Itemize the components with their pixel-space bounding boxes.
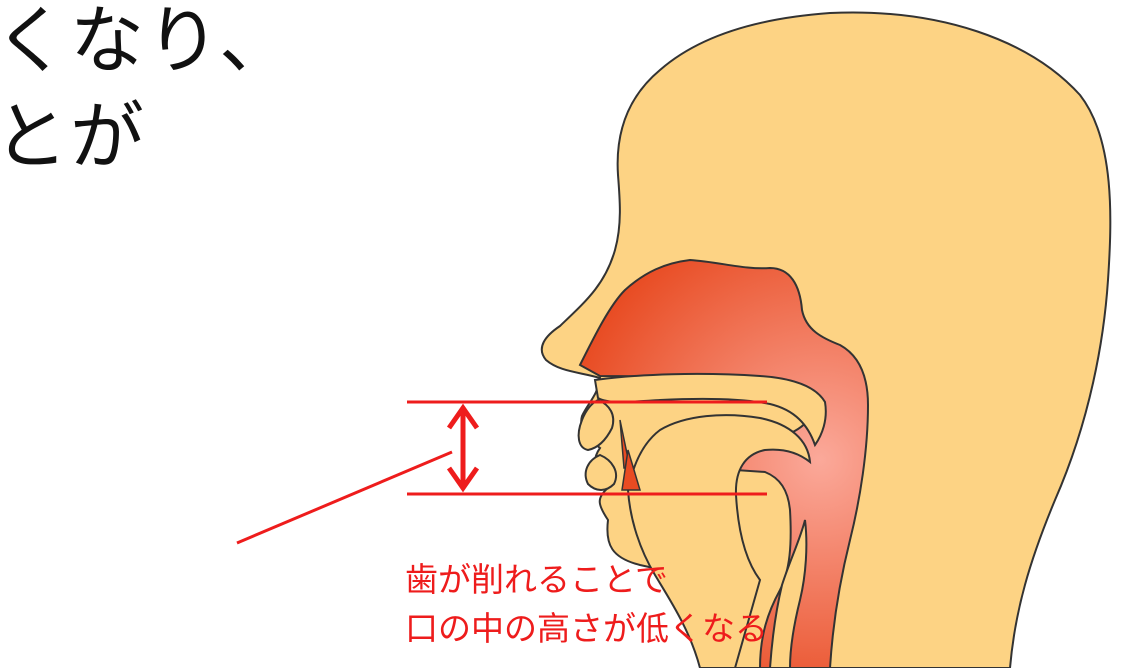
annotation-line-1: 歯が削れることで xyxy=(405,563,668,596)
heading-line-1: くなり、 xyxy=(0,4,295,78)
annotation-line-2: 口の中の高さが低くなる xyxy=(405,612,768,645)
leader-line xyxy=(237,452,452,543)
heading-line-2: とが xyxy=(0,100,146,174)
